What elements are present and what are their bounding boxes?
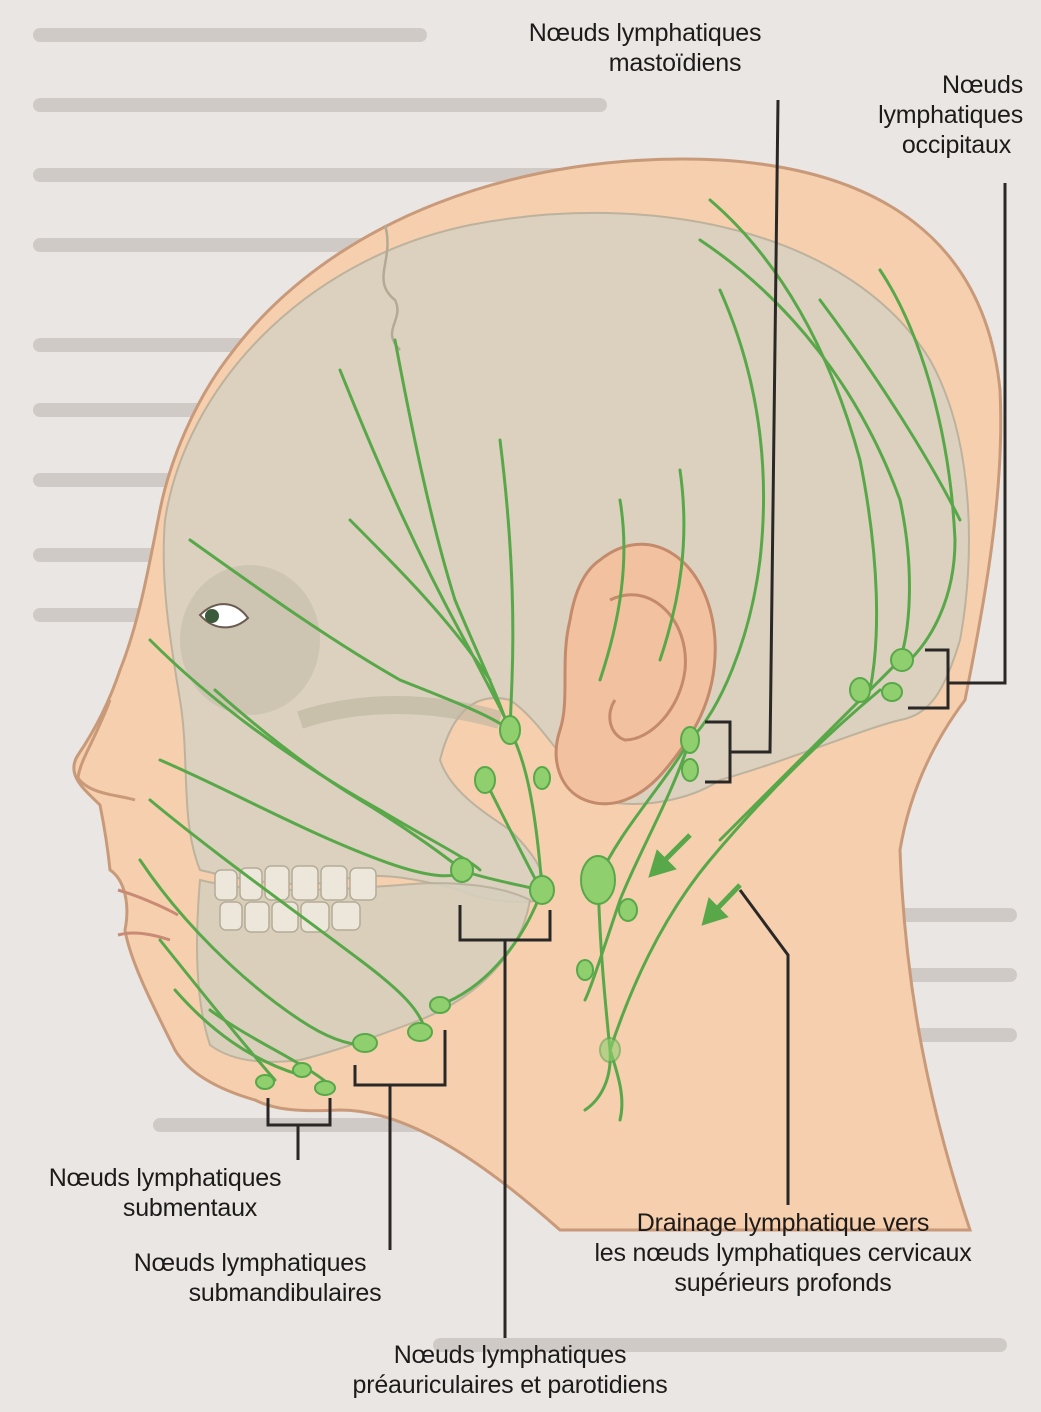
occipital-node <box>850 678 870 702</box>
label-preauricular-line2: préauriculaires et parotidiens <box>300 1370 720 1400</box>
label-submandibular-line1: Nœuds lymphatiques <box>100 1248 400 1278</box>
submental-node <box>315 1081 335 1095</box>
label-submental-nodes: Nœuds lymphatiques submentaux <box>15 1163 315 1223</box>
parotid-node <box>530 876 554 904</box>
label-mastoid-line2: mastoïdiens <box>495 48 795 78</box>
label-occipital-line3: occipitaux <box>820 130 1023 160</box>
label-preauricular-nodes: Nœuds lymphatiques préauriculaires et pa… <box>300 1340 720 1400</box>
label-submental-line2: submentaux <box>15 1193 315 1223</box>
label-occipital-line2: lymphatiques <box>820 100 1023 130</box>
cervical-node <box>581 856 615 904</box>
label-drainage-line1: Drainage lymphatique vers <box>548 1208 1018 1238</box>
label-submandibular-nodes: Nœuds lymphatiques submandibulaires <box>100 1248 400 1308</box>
occipital-node <box>891 649 913 671</box>
label-drainage-line2: les nœuds lymphatiques cervicaux <box>548 1238 1018 1268</box>
parotid-node <box>451 858 473 882</box>
submental-node <box>293 1063 311 1077</box>
submental-node <box>256 1075 274 1089</box>
mastoid-node <box>681 727 699 753</box>
label-drainage: Drainage lymphatique vers les nœuds lymp… <box>548 1208 1018 1298</box>
label-preauricular-line1: Nœuds lymphatiques <box>300 1340 720 1370</box>
submandibular-node <box>408 1023 432 1041</box>
label-submental-line1: Nœuds lymphatiques <box>15 1163 315 1193</box>
orbit <box>180 565 320 715</box>
label-occipital-nodes: Nœuds lymphatiques occipitaux <box>820 70 1023 160</box>
cervical-node <box>600 1038 620 1062</box>
label-occipital-line1: Nœuds <box>820 70 1023 100</box>
submandibular-node <box>430 997 450 1013</box>
parotid-node <box>534 767 550 789</box>
iris <box>205 609 219 623</box>
preauricular-node <box>500 716 520 744</box>
label-drainage-line3: supérieurs profonds <box>548 1268 1018 1298</box>
occipital-node <box>882 683 902 701</box>
label-mastoid-line1: Nœuds lymphatiques <box>495 18 795 48</box>
label-mastoid-nodes: Nœuds lymphatiques mastoïdiens <box>495 18 795 78</box>
parotid-node <box>475 767 495 793</box>
mastoid-node <box>682 759 698 781</box>
cervical-node <box>619 899 637 921</box>
label-submandibular-line2: submandibulaires <box>100 1278 400 1308</box>
cervical-node <box>577 960 593 980</box>
submandibular-node <box>353 1034 377 1052</box>
